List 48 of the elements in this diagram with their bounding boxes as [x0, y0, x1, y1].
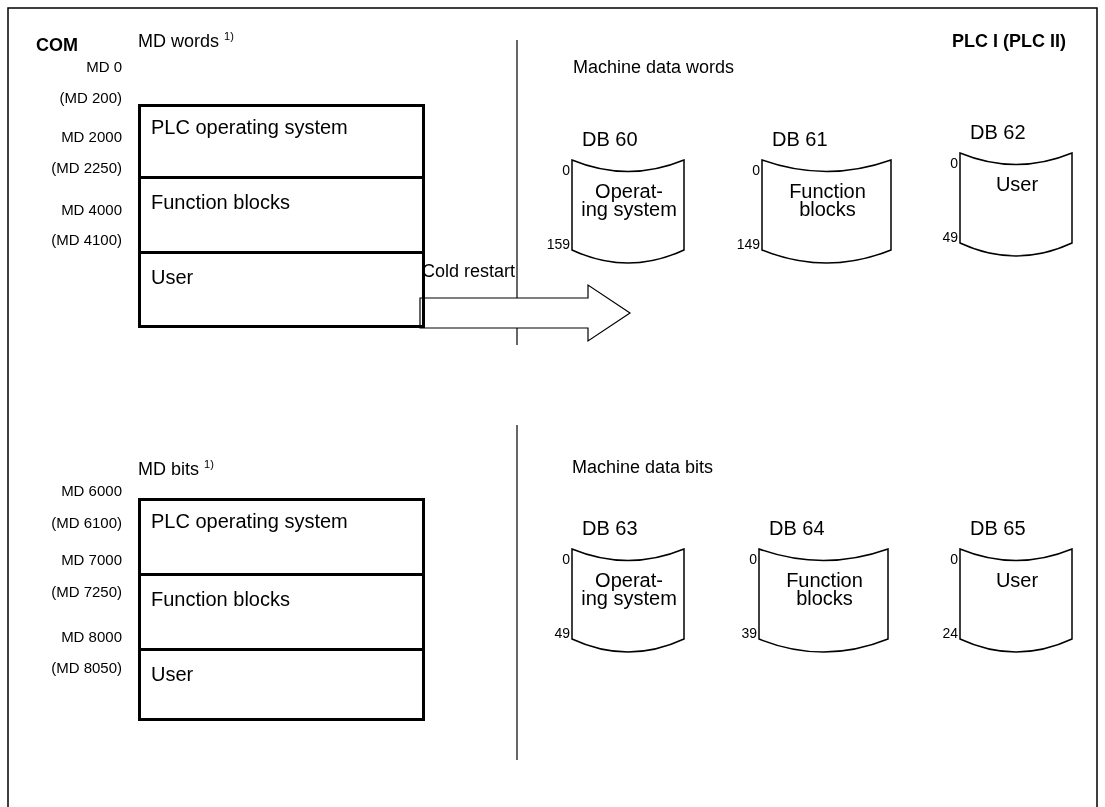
cylinder-text: Function blocks	[788, 182, 867, 218]
address-number: 0	[751, 162, 760, 178]
heading-text: COM	[36, 36, 78, 54]
block-label: DB 64	[769, 517, 825, 540]
section-heading: MD words $^{1)}$	[138, 30, 234, 52]
address-label: (MD 7250)	[50, 583, 122, 601]
address-label: MD 0	[85, 58, 122, 76]
address-number: 159	[545, 236, 570, 252]
block-label: DB 60	[582, 128, 638, 151]
cylinder-text: Operat- ing system	[580, 182, 678, 218]
section-heading: Machine data words	[573, 58, 735, 76]
cylinder-text: Operat- ing system	[580, 571, 678, 607]
address-label: (MD 2250)	[50, 159, 122, 177]
address-number: 24	[941, 625, 958, 641]
address-label: (MD 4100)	[50, 231, 122, 249]
area-text: PLC operating system	[151, 510, 348, 533]
heading-text: PLC I (PLC II)	[952, 32, 1066, 50]
cylinder-text: User	[994, 175, 1040, 193]
address-label: (MD 6100)	[50, 514, 122, 532]
address-number: 49	[941, 229, 958, 245]
address-label: MD 8000	[60, 628, 122, 646]
address-label: MD 6000	[60, 482, 122, 500]
block-label: DB 63	[582, 517, 638, 540]
address-label: (MD 200)	[58, 89, 122, 107]
cylinder-text: User	[994, 571, 1040, 589]
address-number: 39	[740, 625, 757, 641]
section-heading: Machine data bits	[572, 458, 714, 476]
area-text: PLC operating system	[151, 116, 348, 139]
address-label: MD 2000	[60, 128, 122, 146]
address-label: (MD 8050)	[50, 659, 122, 677]
area-text: User	[151, 266, 194, 289]
block-label: DB 61	[772, 128, 828, 151]
address-label: MD 4000	[60, 201, 122, 219]
address-number: 0	[949, 155, 958, 171]
area-text: Function blocks	[151, 588, 290, 611]
address-number: 0	[949, 551, 958, 567]
section-heading: MD bits $^{1)}$	[138, 458, 214, 480]
area-text: Function blocks	[151, 191, 290, 214]
area-text: User	[151, 663, 194, 686]
address-number: 49	[553, 625, 570, 641]
address-number: 149	[735, 236, 760, 252]
block-label: DB 65	[970, 517, 1026, 540]
cylinder-text: Function blocks	[785, 571, 864, 607]
address-number: 0	[561, 162, 570, 178]
address-number: 0	[561, 551, 570, 567]
address-label: MD 7000	[60, 551, 122, 569]
block-label: DB 62	[970, 121, 1026, 144]
address-number: 0	[748, 551, 757, 567]
